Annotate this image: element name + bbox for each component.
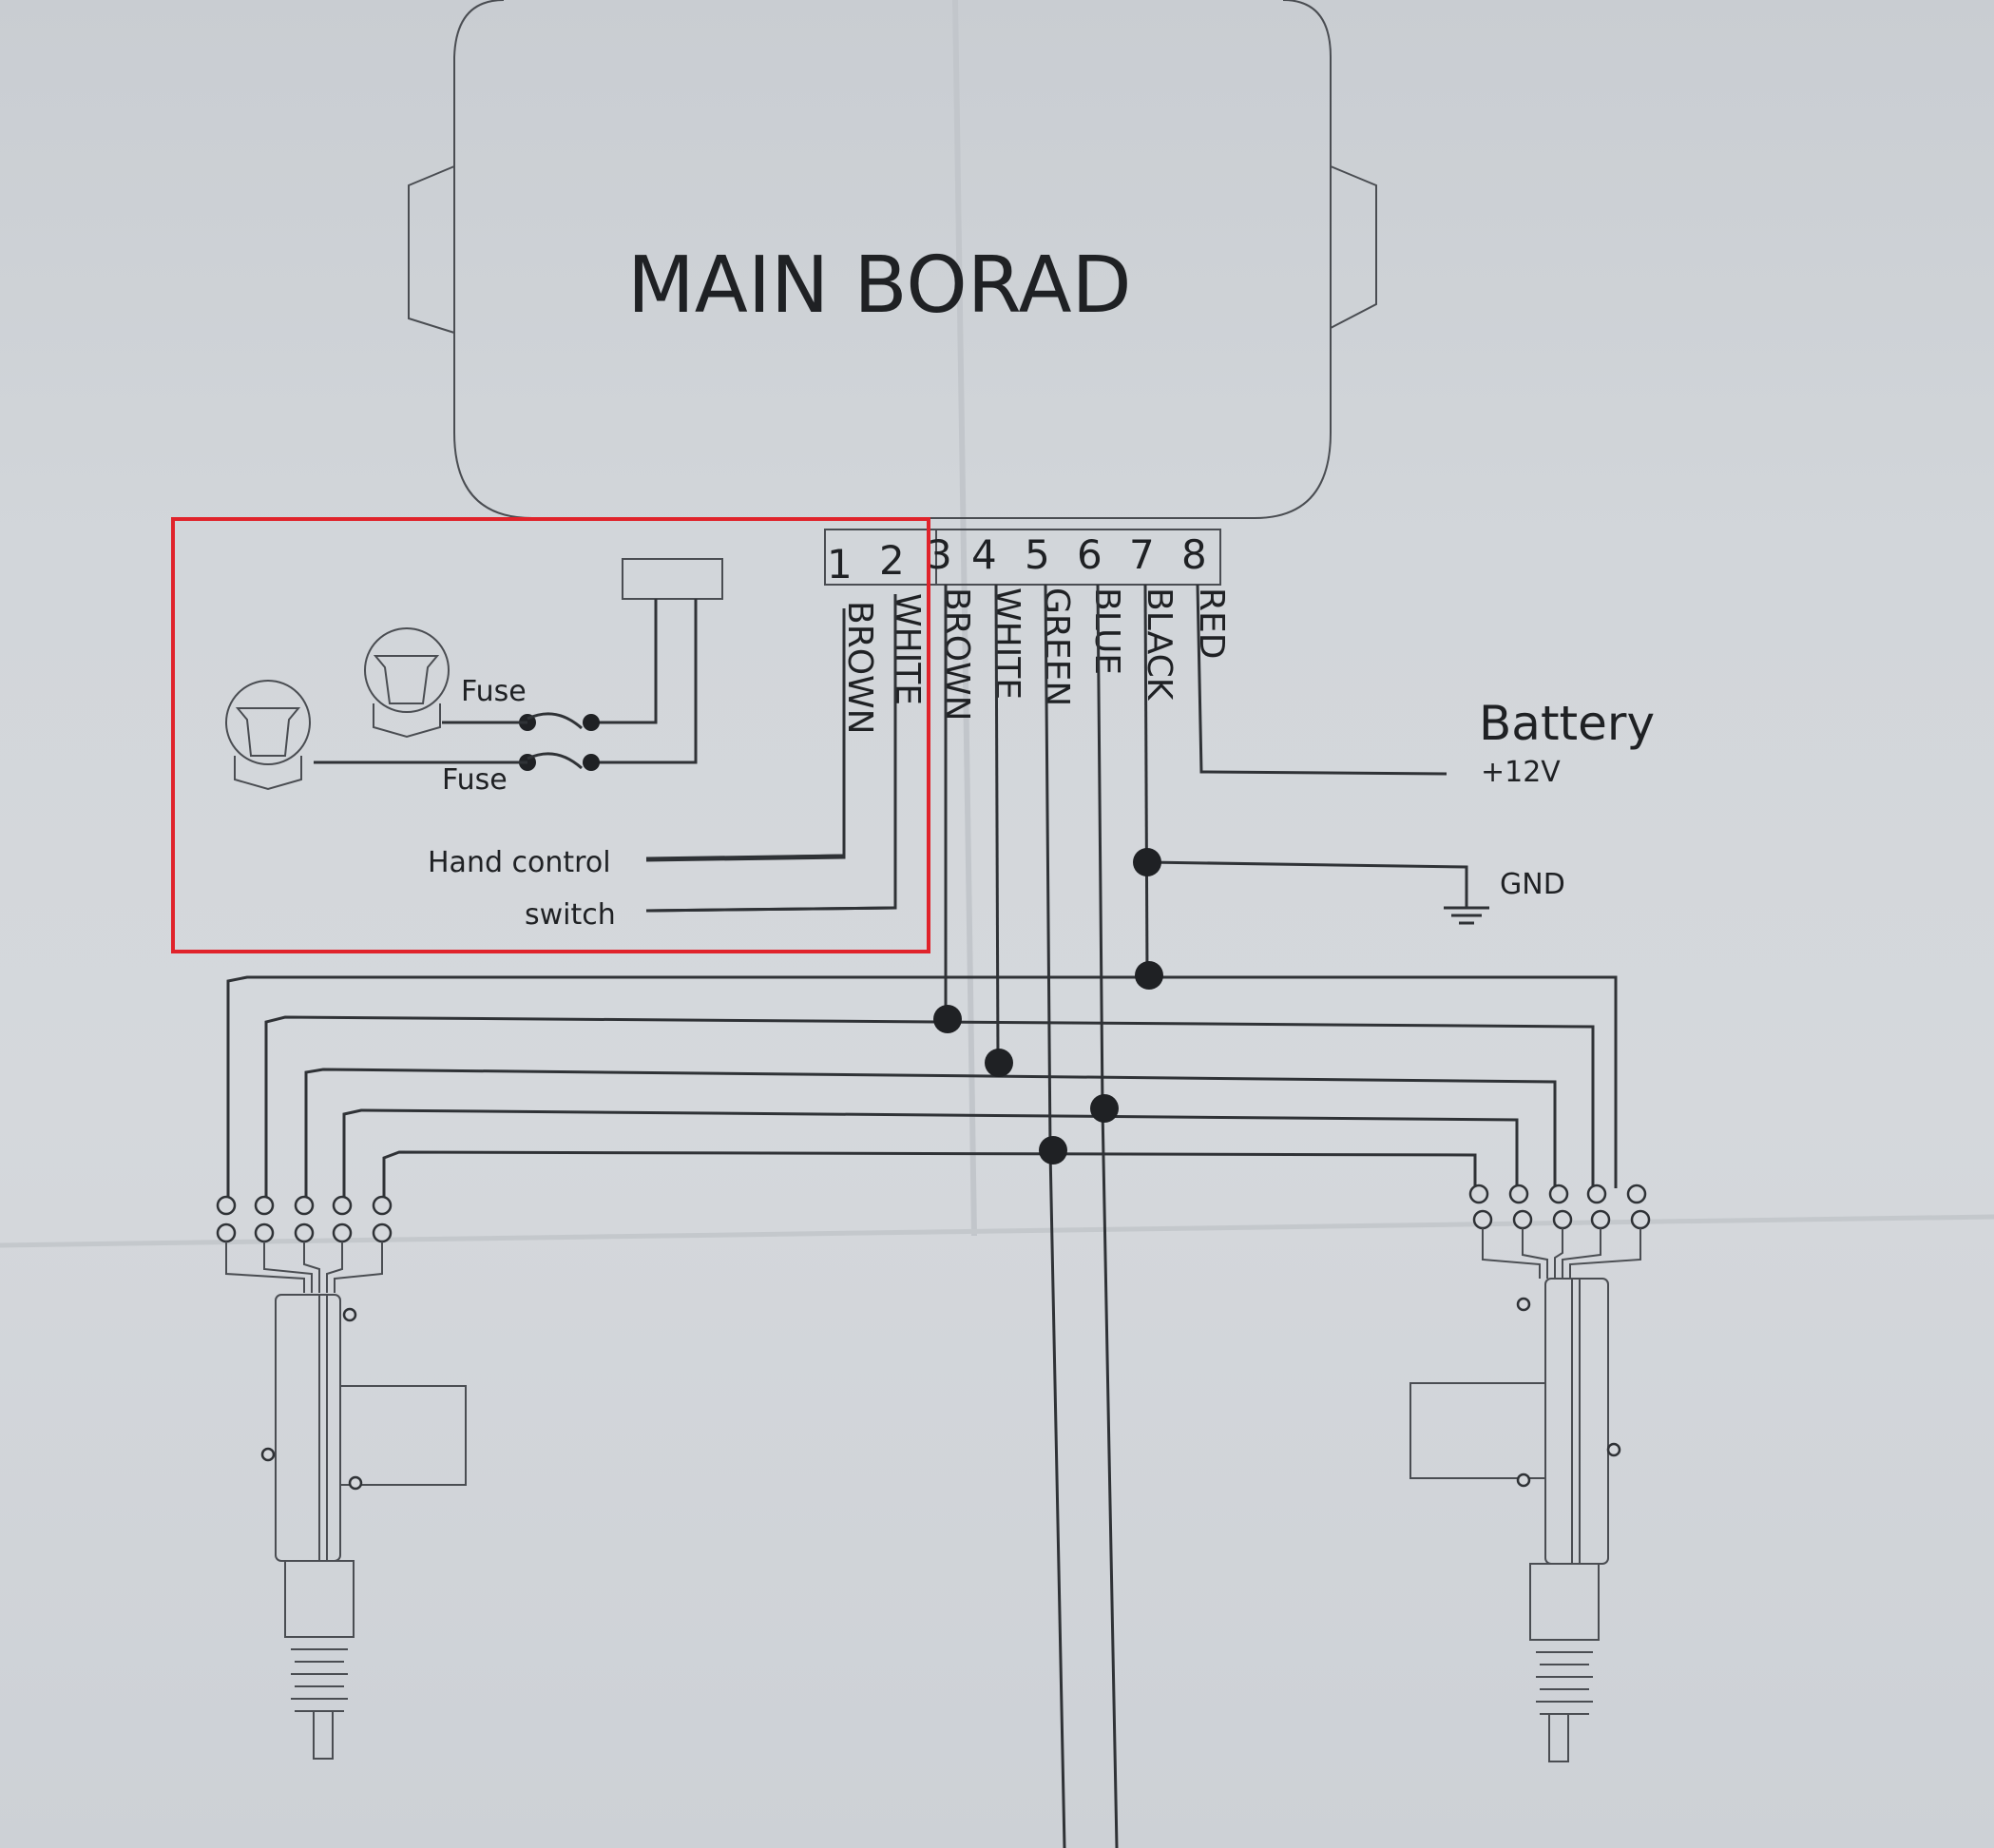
wire-8-red: [1196, 584, 1448, 776]
junction-black: [1135, 961, 1163, 990]
fuse-top-label: Fuse: [461, 675, 527, 708]
connector-block: 1 2 3 4 5 6 7 8: [824, 529, 1221, 587]
pin-label-7: 7: [1129, 531, 1155, 578]
wire-lines: [645, 584, 1468, 1848]
bus-line-3: [304, 1068, 1557, 1203]
gnd-wire: [1146, 860, 1468, 908]
pin-label-3: 3: [927, 531, 952, 578]
junction-gnd: [1133, 848, 1161, 876]
lamp-icon-bottom: [225, 680, 311, 791]
junction-green: [1039, 1136, 1067, 1165]
bus-line-1: [226, 975, 1618, 1203]
lamp-icon-top: [364, 627, 450, 739]
pin-label-6: 6: [1077, 531, 1102, 578]
right-actuator-connector: [1468, 1184, 1651, 1279]
wire-label-3: BROWN: [937, 587, 976, 722]
left-actuator-connector: [216, 1195, 393, 1293]
switch-wire-top: [591, 599, 658, 724]
bus-line-2: [264, 1015, 1595, 1203]
hand-control-inset: Fuse Fuse Hand control switch: [171, 517, 930, 953]
bus-lines: [226, 975, 1618, 1203]
fold-line-horizontal: [0, 1214, 1994, 1248]
wire-label-4: WHITE: [987, 587, 1026, 700]
wire-4-white: [994, 584, 1000, 1064]
wire-1-brown: [645, 608, 846, 860]
pin-label-5: 5: [1025, 531, 1050, 578]
junction-blue: [1090, 1094, 1119, 1123]
wire-5-green: [1044, 584, 1066, 1848]
switch-box: [622, 558, 723, 600]
main-board: MAIN BORAD: [408, 0, 1377, 519]
switch-label: switch: [525, 898, 616, 932]
main-board-left-tab: [408, 165, 455, 334]
switch-wire-bottom: [591, 599, 698, 764]
wire-label-1: BROWN: [840, 601, 879, 735]
junction-brown: [933, 1005, 962, 1033]
fuse-bottom-label: Fuse: [442, 763, 508, 797]
bus-line-4: [342, 1108, 1519, 1203]
wire-label-2: WHITE: [888, 593, 927, 705]
junctions: [933, 848, 1163, 1165]
hand-control-label: Hand control: [428, 846, 611, 879]
right-door-actuator: [1409, 1278, 1621, 1762]
battery-voltage-label: +12V: [1481, 756, 1561, 789]
wire-label-5: GREEN: [1037, 587, 1076, 706]
main-board-title: MAIN BORAD: [627, 241, 1132, 331]
junction-white: [985, 1049, 1013, 1077]
bus-line-5: [382, 1150, 1477, 1203]
pin-label-4: 4: [971, 531, 997, 578]
main-board-right-tab: [1330, 165, 1377, 329]
gnd-label: GND: [1500, 868, 1565, 901]
left-door-actuator: [260, 1294, 467, 1760]
wire-7-black: [1143, 584, 1149, 976]
ground-symbol: [1444, 906, 1489, 925]
wire-6-blue: [1096, 584, 1119, 1848]
highlight-box: [171, 517, 930, 953]
pin-label-1: 1: [827, 541, 853, 587]
wire-label-6: BLUE: [1087, 587, 1126, 675]
pin-label-2: 2: [879, 537, 905, 584]
fold-line-vertical: [952, 0, 977, 1237]
pin-label-8: 8: [1181, 531, 1207, 578]
battery-label: Battery: [1479, 696, 1655, 751]
